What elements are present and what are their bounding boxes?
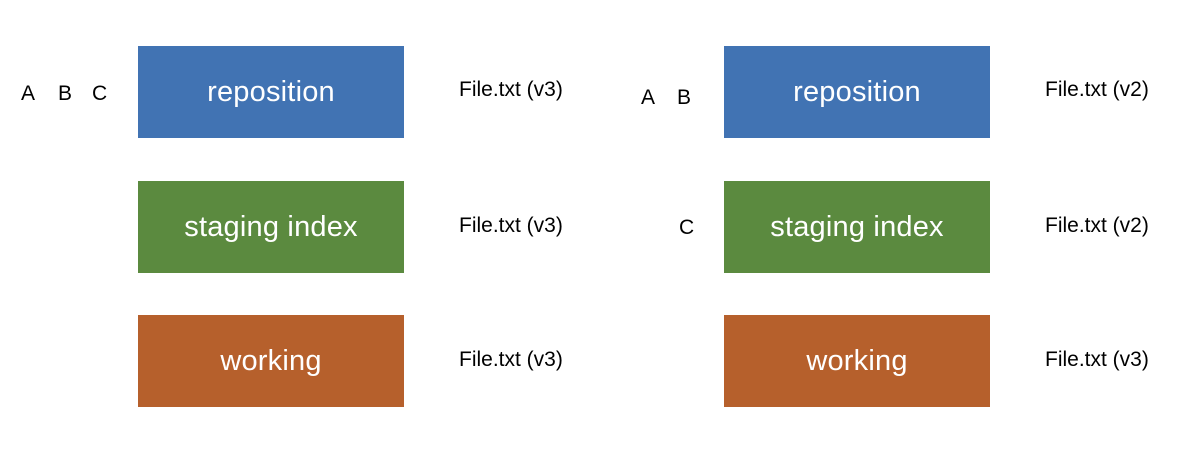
staging-file-version: File.txt (v2): [1045, 214, 1149, 237]
repository-box: reposition: [724, 46, 990, 138]
working-label: working: [806, 344, 908, 377]
working-box: working: [138, 315, 404, 407]
repository-file-version: File.txt (v3): [459, 78, 563, 101]
staging-index-box: staging index: [138, 181, 404, 273]
working-file-version: File.txt (v3): [1045, 348, 1149, 371]
staging-index-label: staging index: [770, 210, 944, 243]
working-box: working: [724, 315, 990, 407]
working-label: working: [220, 344, 322, 377]
repository-label: reposition: [793, 75, 921, 108]
staging-file-version: File.txt (v3): [459, 214, 563, 237]
left-panel: A B C reposition staging index working F…: [21, 46, 563, 407]
repository-box: reposition: [138, 46, 404, 138]
right-panel: A B C reposition staging index working F…: [600, 0, 1200, 451]
commit-label: C: [92, 82, 108, 105]
repository-label: reposition: [207, 75, 335, 108]
repository-file-version: File.txt (v2): [1045, 78, 1149, 101]
commit-label: A: [21, 82, 36, 105]
commit-label: B: [58, 82, 73, 105]
commit-label: C: [679, 216, 695, 239]
commit-label: B: [677, 86, 692, 109]
working-file-version: File.txt (v3): [459, 348, 563, 371]
staging-index-label: staging index: [184, 210, 358, 243]
commit-label: A: [641, 86, 656, 109]
staging-index-box: staging index: [724, 181, 990, 273]
